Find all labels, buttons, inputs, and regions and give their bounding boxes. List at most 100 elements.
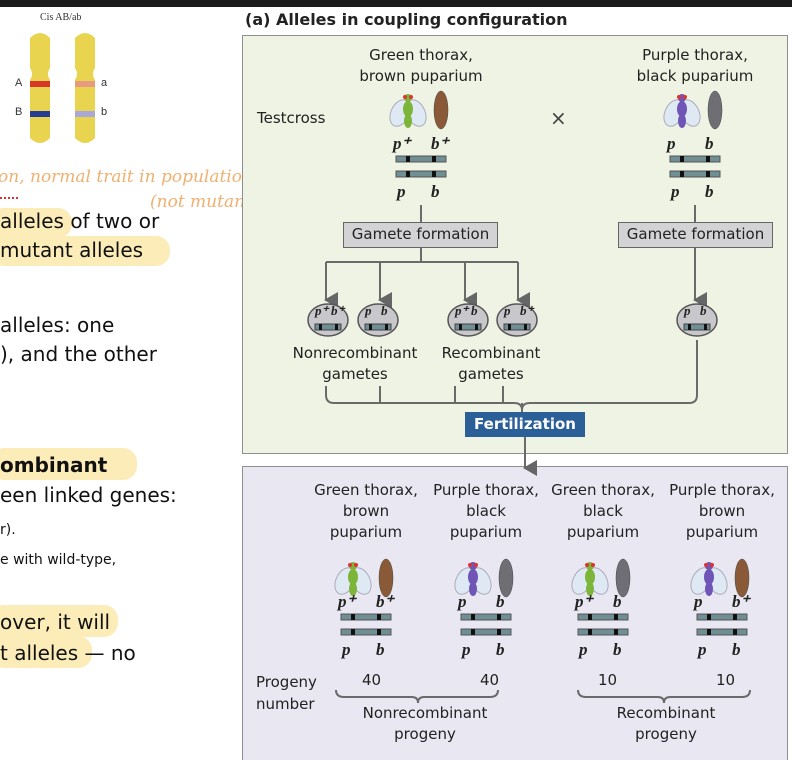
chromosome-ab (75, 33, 95, 143)
parent-chromosome-bars (395, 155, 447, 178)
gamete-icon (357, 303, 399, 337)
chromosome-bar (395, 155, 447, 163)
gamete-icon (676, 303, 718, 337)
note-line: e with wild-type, (0, 552, 117, 568)
gamete-allele: b (700, 303, 707, 318)
highlight (0, 636, 92, 668)
gamete-allele: p (504, 303, 511, 318)
parent-allele: p (667, 134, 676, 153)
progeny-allele: p (342, 640, 351, 659)
note-line: t alleles — no (0, 641, 136, 665)
gamete-allele: b (471, 303, 478, 318)
label-b: b (101, 106, 108, 118)
parent-allele: b (705, 134, 714, 153)
parent-chromosome-bars (669, 155, 721, 178)
gamete-allele: b⁺ (331, 303, 345, 318)
highlight (0, 448, 137, 480)
chromosome-bar (395, 170, 447, 178)
parent-allele: b⁺ (431, 134, 449, 153)
parent-phenotype-label: Purple thorax,black puparium (636, 46, 754, 85)
allele-B-band (30, 111, 50, 117)
chromosome-bar (340, 628, 392, 636)
gamete-formation-box-right: Gamete formation (618, 222, 773, 248)
allele-b-band (75, 111, 95, 117)
allele-a-band (75, 81, 95, 87)
highlight (0, 208, 72, 238)
progeny-fly-image (334, 558, 394, 598)
progeny-allele: p (694, 592, 703, 611)
chromosome-pair-image (30, 33, 95, 143)
handwritten-note-1: on, normal trait in population (0, 167, 253, 187)
note-line: alleles of two or (0, 209, 160, 233)
progeny-allele: b (376, 640, 385, 659)
gamete-icon (447, 303, 489, 337)
puparium-icon (378, 558, 394, 598)
chromosome-bar (460, 628, 512, 636)
top-bar (0, 0, 792, 7)
progeny-allele: b (613, 592, 622, 611)
progeny-allele: b (496, 592, 505, 611)
progeny-allele: p⁺ (338, 592, 356, 611)
cross-symbol: × (550, 106, 567, 130)
parent-fly-image (663, 90, 723, 130)
note-line: alleles: one (0, 313, 115, 337)
progeny-number: 40 (480, 671, 500, 689)
chromosome-bar (577, 613, 629, 621)
puparium-icon (707, 90, 723, 130)
progeny-allele: p (462, 640, 471, 659)
parent-allele: b (705, 182, 714, 201)
chromosome-bar (696, 628, 748, 636)
gamete-allele: b⁺ (520, 303, 534, 318)
gamete-formation-box-left: Gamete formation (343, 222, 498, 248)
gamete-icon (496, 303, 538, 337)
chromosome-bar (340, 613, 392, 621)
progeny-allele: b⁺ (732, 592, 750, 611)
fly-icon (389, 94, 427, 128)
note-line: ombinant (0, 453, 108, 477)
note-line: r). (0, 522, 16, 538)
testcross-label: Testcross (257, 109, 326, 127)
progeny-fly-image (690, 558, 750, 598)
parent-phenotype-label: Green thorax,brown puparium (359, 46, 483, 85)
spellcheck-underline (0, 197, 18, 199)
progeny-number: 10 (716, 671, 736, 689)
progeny-allele: p (698, 640, 707, 659)
allele-A-band (30, 81, 50, 87)
progeny-chromosome-bars (340, 613, 392, 636)
label-B: B (15, 106, 23, 118)
progeny-fly-image (454, 558, 514, 598)
progeny-allele: b (496, 640, 505, 659)
parent-allele: p⁺ (393, 134, 411, 153)
gamete-allele: b (381, 303, 388, 318)
gamete-allele: p⁺ (315, 303, 329, 318)
gamete-allele: p (684, 303, 691, 318)
gamete-allele: p (365, 303, 372, 318)
note-line: ), and the other (0, 342, 157, 366)
fly-icon (571, 562, 609, 596)
handwritten-note-2: (not mutants) (150, 192, 268, 212)
progeny-allele: b (732, 640, 741, 659)
puparium-icon (433, 90, 449, 130)
gamete-allele: p⁺ (455, 303, 469, 318)
parent-allele: b (431, 182, 440, 201)
note-line: mutant alleles (0, 238, 144, 262)
puparium-icon (615, 558, 631, 598)
fly-icon (663, 94, 701, 128)
progeny-allele: b (613, 640, 622, 659)
chromosome-AB (30, 33, 50, 143)
note-line: over, it will (0, 610, 111, 634)
progeny-allele: p (458, 592, 467, 611)
chromosome-bar (669, 170, 721, 178)
parent-fly-image (389, 90, 449, 130)
progeny-allele: b⁺ (376, 592, 394, 611)
progeny-number: 40 (362, 671, 382, 689)
progeny-fly-image (571, 558, 631, 598)
